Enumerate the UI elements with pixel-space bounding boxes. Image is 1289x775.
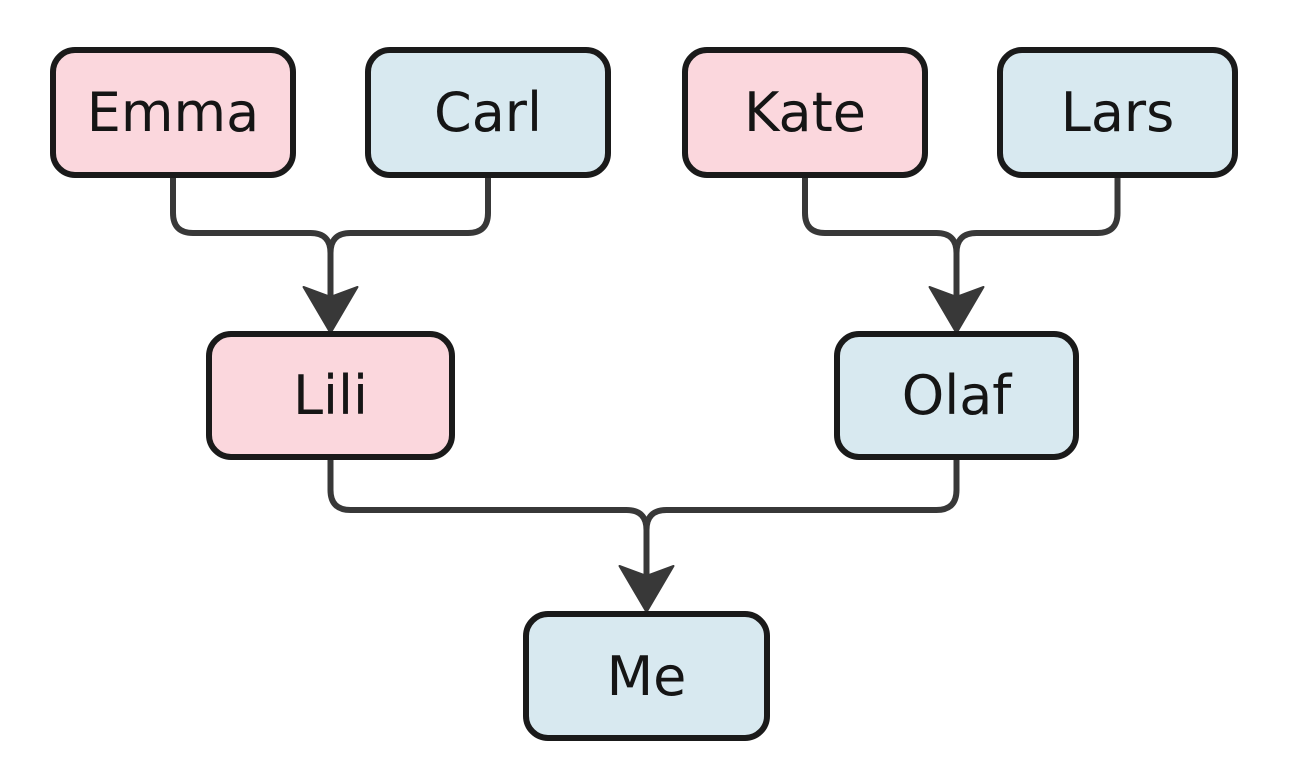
edge-olaf-to-junction bbox=[643, 457, 960, 578]
edge-lars-to-junction bbox=[953, 175, 1121, 298]
node-lili-label: Lili bbox=[293, 364, 368, 427]
node-kate-box bbox=[682, 47, 928, 178]
edge-group-emma-carl-to-lili bbox=[170, 175, 491, 334]
node-olaf: Olaf bbox=[834, 331, 1079, 460]
node-me-label: Me bbox=[607, 645, 687, 708]
arrowhead-into-me-icon bbox=[618, 565, 675, 613]
edge-kate-to-junction bbox=[802, 175, 960, 298]
node-carl-label: Carl bbox=[434, 81, 542, 144]
node-lars-box bbox=[997, 47, 1238, 178]
edge-carl-to-junction bbox=[327, 175, 491, 298]
arrowhead-into-olaf-icon bbox=[928, 286, 985, 334]
node-emma-box bbox=[50, 47, 296, 178]
edge-group-lili-olaf-to-me bbox=[327, 457, 960, 613]
edge-group-kate-lars-to-olaf bbox=[802, 175, 1121, 334]
node-kate: Kate bbox=[682, 47, 928, 178]
edge-emma-to-junction bbox=[170, 175, 334, 298]
node-olaf-box bbox=[834, 331, 1079, 460]
node-kate-label: Kate bbox=[744, 81, 866, 144]
node-carl-box bbox=[365, 47, 611, 178]
node-lili: Lili bbox=[206, 331, 455, 460]
node-olaf-label: Olaf bbox=[902, 364, 1014, 427]
edge-lili-to-junction bbox=[327, 457, 650, 578]
arrowhead-into-lili-icon bbox=[302, 286, 359, 334]
node-emma-label: Emma bbox=[87, 81, 259, 144]
node-carl: Carl bbox=[365, 47, 611, 178]
node-lili-box bbox=[206, 331, 455, 460]
node-lars-label: Lars bbox=[1061, 81, 1175, 144]
node-me: Me bbox=[523, 611, 770, 741]
node-lars: Lars bbox=[997, 47, 1238, 178]
node-me-box bbox=[523, 611, 770, 741]
node-emma: Emma bbox=[50, 47, 296, 178]
